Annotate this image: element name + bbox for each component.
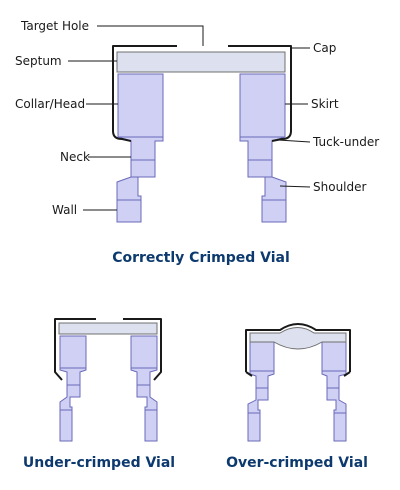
over-vial-left-glass: [247, 341, 275, 442]
under-vial-right-glass: [130, 335, 158, 442]
label-skirt: Skirt: [311, 97, 339, 111]
under-vial-cap: [54, 318, 96, 381]
caption-over: Over-crimped Vial: [226, 455, 368, 471]
under-vial-cap-right: [123, 318, 162, 381]
caption-under: Under-crimped Vial: [23, 455, 175, 471]
over-vial-cap: [245, 323, 351, 372]
correct-vial-cap: [112, 45, 177, 142]
label-shoulder: Shoulder: [313, 180, 367, 194]
correct-vial-right-glass: [239, 73, 287, 223]
label-cap: Cap: [313, 41, 336, 55]
label-collar-head: Collar/Head: [15, 97, 85, 111]
label-wall: Wall: [52, 203, 77, 217]
correct-vial-cap-right: [228, 45, 292, 142]
label-tuck-under: Tuck-under: [312, 135, 379, 149]
correct-vial: [112, 45, 292, 223]
caption-correct: Correctly Crimped Vial: [112, 250, 290, 266]
label-septum: Septum: [15, 54, 62, 68]
correct-vial-septum: [116, 51, 286, 73]
over-vial-right-glass: [321, 341, 347, 442]
label-target-hole: Target Hole: [20, 19, 89, 33]
leader-lines: [68, 25, 311, 211]
over-vial-septum: [249, 327, 347, 350]
over-vial-cap-tuck: [245, 371, 351, 377]
correct-vial-left-glass: [116, 73, 164, 223]
label-neck: Neck: [60, 150, 90, 164]
under-vial-septum: [58, 322, 158, 335]
under-crimped-vial: [54, 318, 162, 442]
under-vial-left-glass: [59, 335, 87, 442]
over-crimped-vial: [245, 323, 351, 442]
